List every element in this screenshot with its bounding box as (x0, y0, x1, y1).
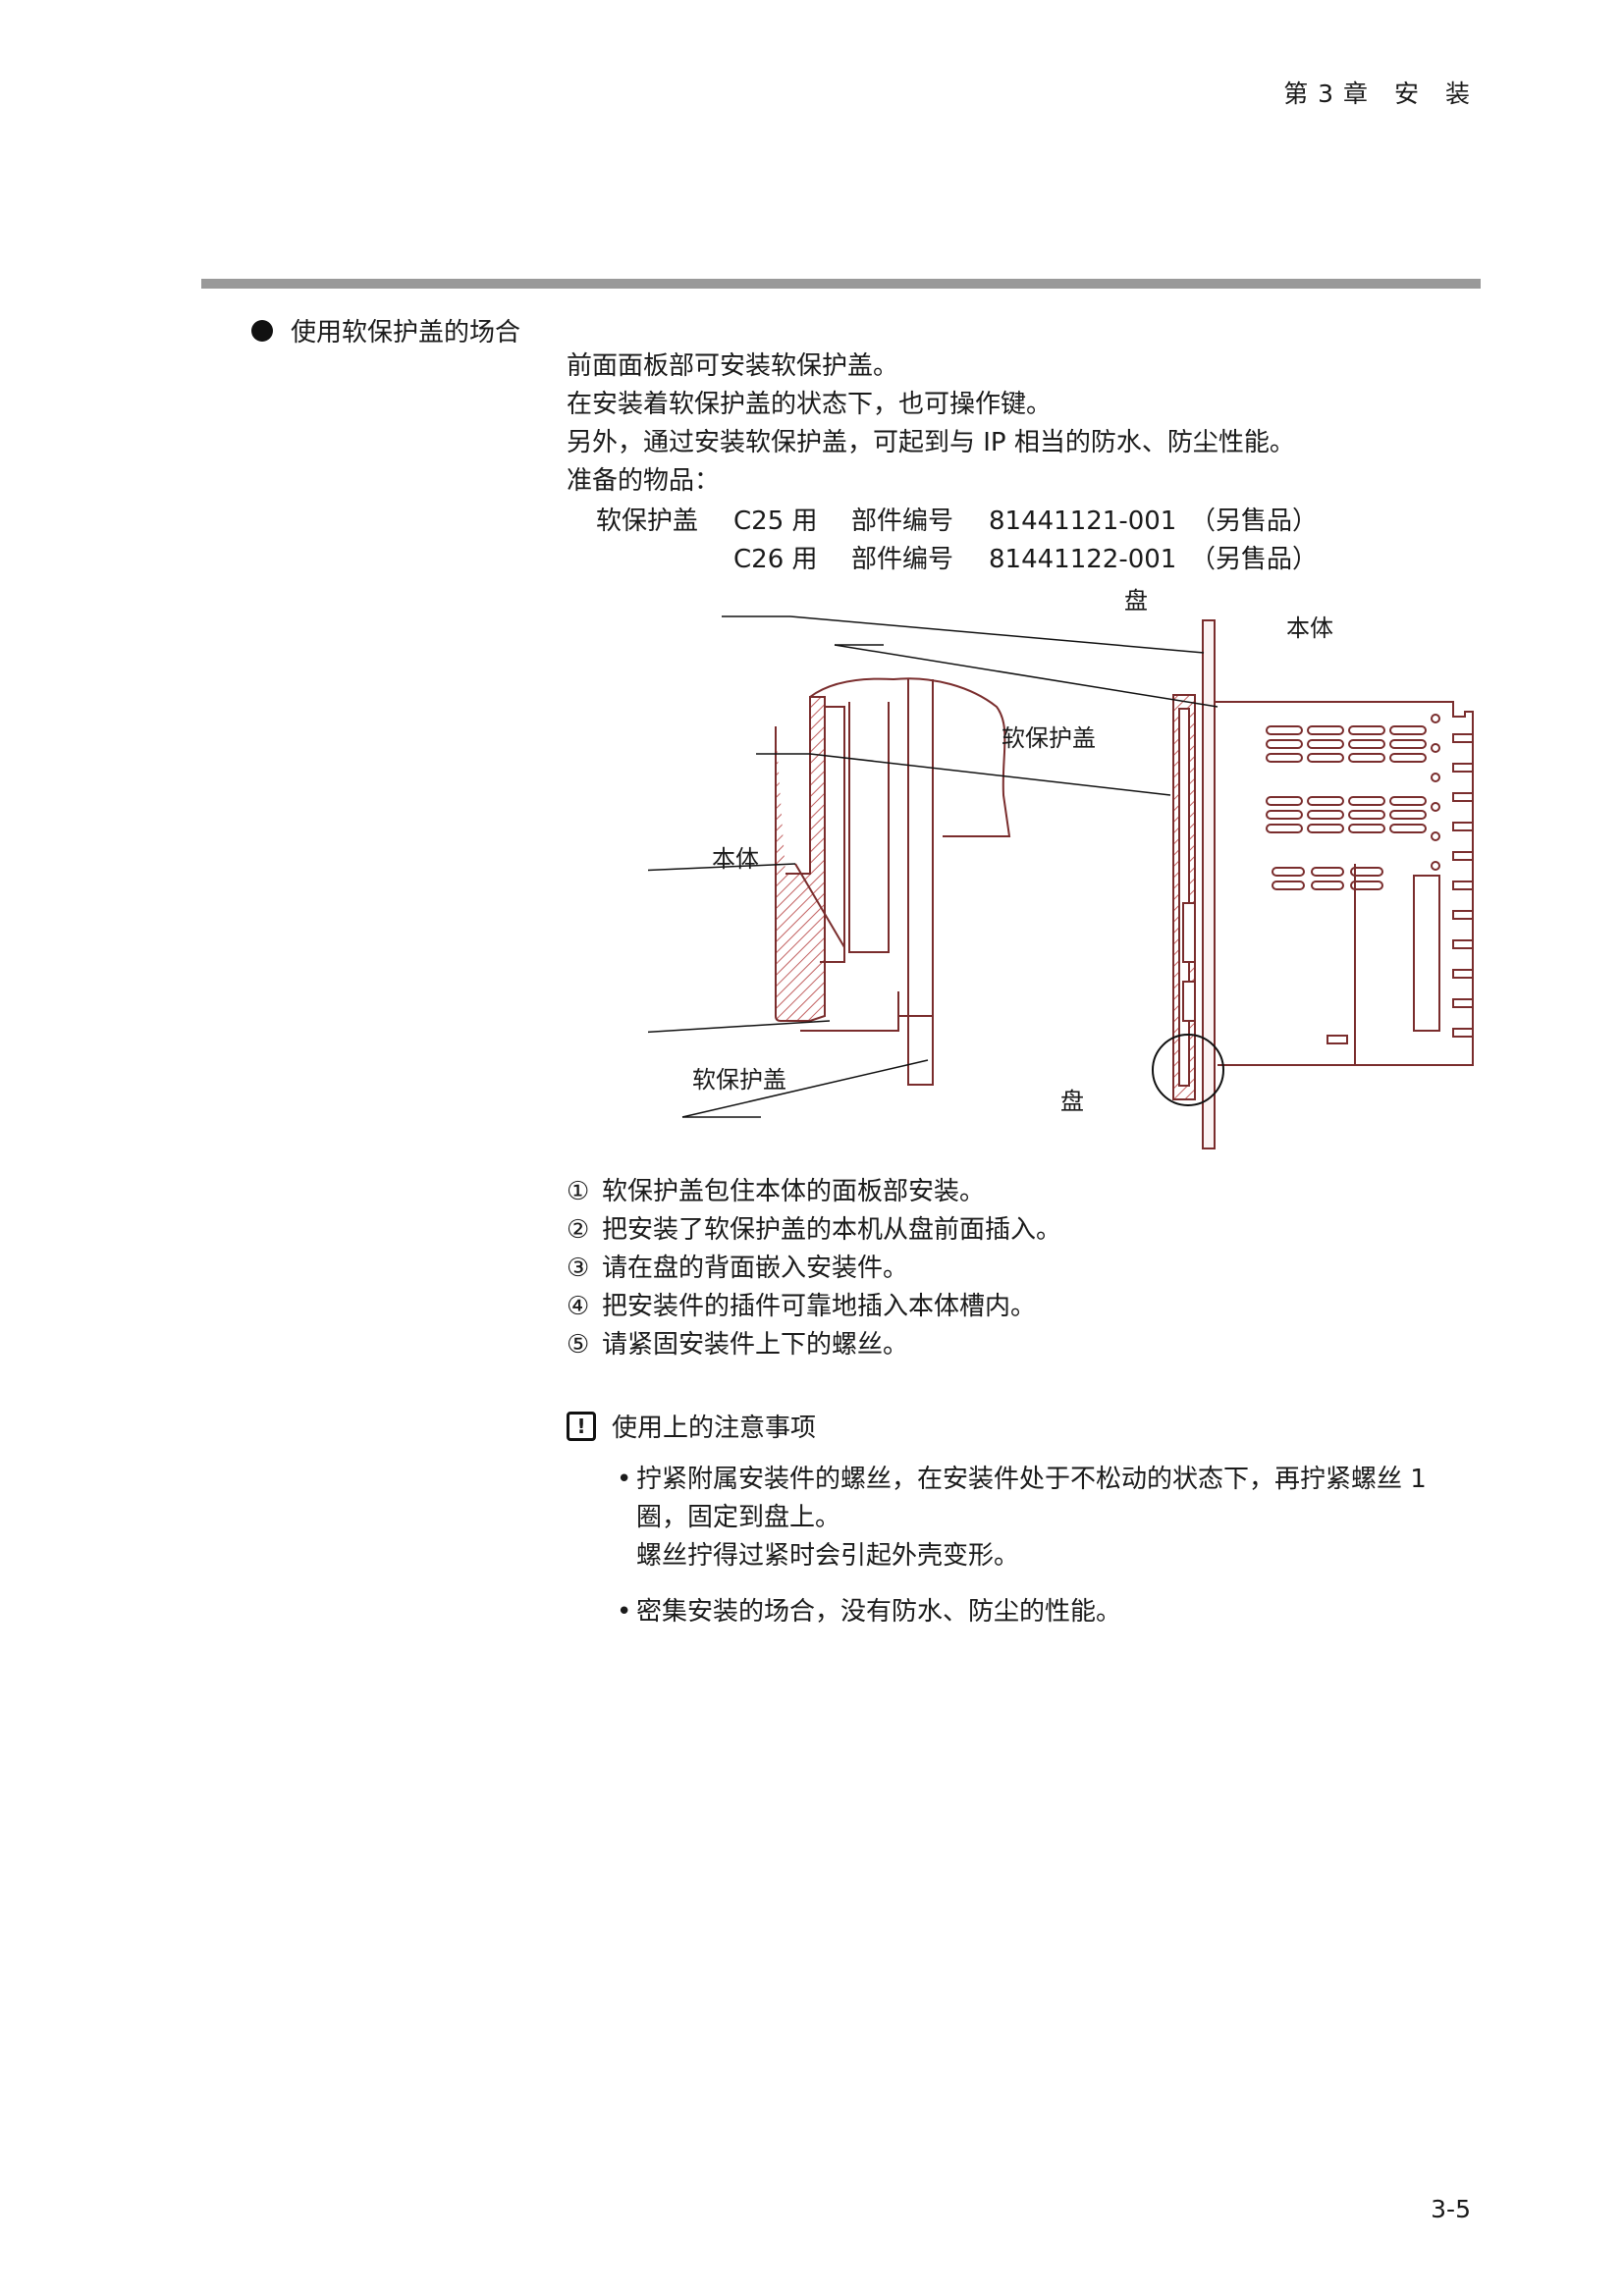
note-line: 密集安装的场合，没有防水、防尘的性能。 (636, 1597, 1122, 1627)
part-number: 81441121-001 (989, 507, 1177, 536)
note-bullet-icon: • (617, 1597, 632, 1627)
intro-line: 另外，通过安装软保护盖，可起到与 IP 相当的防水、防尘性能。 (567, 428, 1295, 457)
label-cover-left: 软保护盖 (692, 1066, 786, 1094)
intro-line: 前面面板部可安装软保护盖。 (567, 351, 899, 381)
panel-plate (1202, 619, 1216, 1149)
step-number: ② (567, 1215, 590, 1245)
part-note: （另售品） (1190, 545, 1319, 574)
leader-lines (648, 615, 1218, 1118)
section-title: 使用软保护盖的场合 (291, 318, 521, 347)
step-item: ③ 请在盘的背面嵌入安装件。 (567, 1250, 1061, 1288)
section-rule (201, 279, 1481, 289)
terminal-pins (1431, 714, 1474, 1038)
step-number: ① (567, 1177, 590, 1206)
step-number: ⑤ (567, 1330, 590, 1360)
caution-note: • 拧紧附属安装件的螺丝，在安装件处于不松动的状态下，再拧紧螺丝 1 圈，固定到… (617, 1461, 1490, 1575)
label-body-right: 本体 (1286, 614, 1333, 642)
label-panel-bottom: 盘 (1060, 1088, 1084, 1115)
step-item: ⑤ 请紧固安装件上下的螺丝。 (567, 1326, 1061, 1364)
page-number: 3-5 (1431, 2195, 1471, 2223)
step-text: 软保护盖包住本体的面板部安装。 (602, 1177, 986, 1206)
label-panel-top: 盘 (1124, 587, 1148, 614)
caution-title: 使用上的注意事项 (612, 1414, 817, 1443)
installation-diagram: 盘 本体 软保护盖 本体 软保护盖 盘 (648, 587, 1474, 1149)
step-item: ② 把安装了软保护盖的本机从盘前面插入。 (567, 1211, 1061, 1250)
intro-text: 前面面板部可安装软保护盖。 在安装着软保护盖的状态下，也可操作键。 另外，通过安… (567, 347, 1295, 501)
note-bullet-icon: • (617, 1465, 632, 1494)
step-item: ① 软保护盖包住本体的面板部安装。 (567, 1173, 1061, 1211)
step-number: ③ (567, 1254, 590, 1283)
part-model: C25 用 (733, 507, 818, 536)
caution-notes: • 拧紧附属安装件的螺丝，在安装件处于不松动的状态下，再拧紧螺丝 1 圈，固定到… (617, 1461, 1490, 1631)
step-text: 请在盘的背面嵌入安装件。 (602, 1254, 909, 1283)
detail-circle (1152, 1034, 1224, 1106)
note-line: 拧紧附属安装件的螺丝，在安装件处于不松动的状态下，再拧紧螺丝 1 (636, 1465, 1427, 1494)
caution-heading: ! 使用上的注意事项 (567, 1408, 816, 1444)
section-heading: 使用软保护盖的场合 (251, 312, 520, 348)
part-number-label: 部件编号 (851, 545, 954, 574)
part-model: C26 用 (733, 545, 818, 574)
vent-slots (1266, 725, 1427, 890)
bullet-icon (251, 319, 273, 342)
part-row: 软保护盖 C25 用 部件编号 81441121-001 （另售品） (596, 503, 1318, 541)
intro-line: 在安装着软保护盖的状态下，也可操作键。 (567, 390, 1053, 419)
note-line: 圈，固定到盘上。 (636, 1503, 841, 1532)
note-line: 螺丝拧得过紧时会引起外壳变形。 (636, 1541, 1020, 1571)
chapter-header: 第 3 章 安 装 (1283, 80, 1471, 108)
step-text: 把安装了软保护盖的本机从盘前面插入。 (602, 1215, 1062, 1245)
intro-line: 准备的物品： (567, 466, 721, 496)
install-steps: ① 软保护盖包住本体的面板部安装。 ② 把安装了软保护盖的本机从盘前面插入。 ③… (567, 1173, 1061, 1364)
part-number: 81441122-001 (989, 545, 1177, 574)
side-view-drawing (1172, 619, 1474, 1149)
part-note: （另售品） (1190, 507, 1319, 536)
detail-drawing (775, 677, 1011, 1086)
label-cover-right: 软保护盖 (1001, 724, 1096, 752)
parts-list: 软保护盖 C25 用 部件编号 81441121-001 （另售品） C26 用… (596, 503, 1318, 579)
step-item: ④ 把安装件的插件可靠地插入本体槽内。 (567, 1288, 1061, 1326)
step-text: 把安装件的插件可靠地插入本体槽内。 (602, 1292, 1037, 1321)
part-name: 软保护盖 (596, 507, 699, 536)
step-number: ④ (567, 1292, 590, 1321)
part-row: C26 用 部件编号 81441122-001 （另售品） (596, 541, 1318, 579)
caution-icon: ! (567, 1411, 596, 1441)
step-text: 请紧固安装件上下的螺丝。 (602, 1330, 909, 1360)
caution-note: • 密集安装的场合，没有防水、防尘的性能。 (617, 1593, 1490, 1631)
part-number-label: 部件编号 (851, 507, 954, 536)
label-body-left: 本体 (712, 845, 759, 873)
